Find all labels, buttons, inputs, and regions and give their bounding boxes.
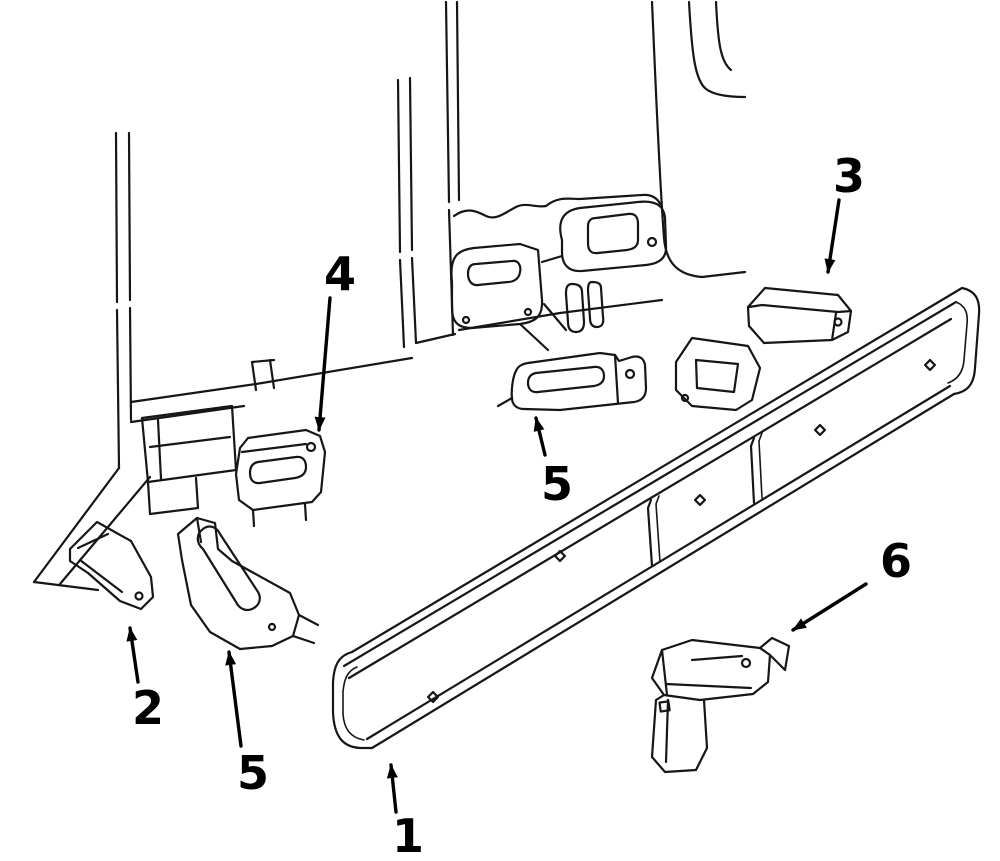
frame-rail-lines (129, 356, 414, 516)
callout-label-5-upper: 5 (541, 457, 573, 511)
callout-label-1: 1 (392, 809, 424, 861)
callout-arrow-6 (791, 582, 868, 632)
callout-label-2: 2 (132, 681, 164, 735)
bumper-bar-part1 (331, 286, 981, 750)
callout-arrow-5-lower (225, 650, 243, 748)
vehicle-body-lines (32, 0, 747, 592)
callout-arrow-3 (824, 198, 841, 274)
frame-side-bracket (674, 336, 762, 412)
bracket-part5-upper (496, 351, 648, 412)
bracket-part3 (746, 286, 853, 345)
callouts: 1 2 3 4 5 5 6 (126, 149, 912, 861)
callout-arrow-4 (314, 296, 332, 432)
crossmember-cluster (450, 200, 668, 352)
callout-label-5-lower: 5 (237, 746, 269, 800)
callout-arrow-2 (126, 626, 140, 684)
bracket-part5-lower (176, 516, 320, 651)
callout-arrow-5-upper (533, 416, 547, 457)
bracket-part2 (68, 520, 155, 611)
bracket-part4 (234, 428, 327, 528)
callout-label-4: 4 (324, 247, 356, 301)
bracket-part6 (650, 636, 791, 774)
callout-arrow-1 (386, 763, 398, 814)
callout-label-6: 6 (880, 534, 912, 588)
callout-label-3: 3 (833, 149, 865, 203)
